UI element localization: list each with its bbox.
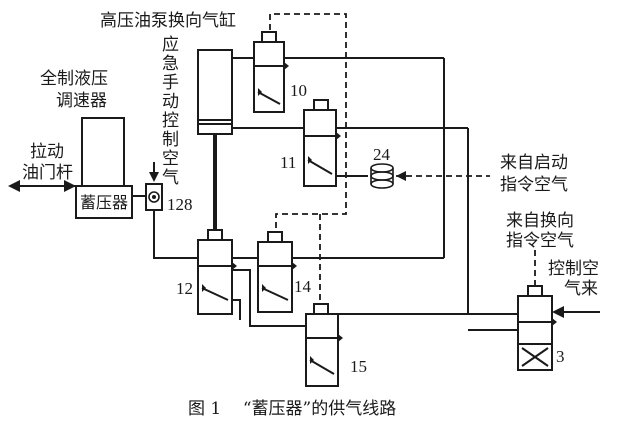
control-air-label-line1: 控制空 — [548, 259, 599, 279]
component-24 — [370, 163, 394, 189]
svg-text:急: 急 — [162, 54, 179, 74]
throttle-rod-label-line2: 油门杆 — [22, 163, 73, 183]
valve-15 — [305, 303, 343, 387]
svg-text:气: 气 — [162, 168, 179, 188]
start-command-label-line2: 指令空气 — [500, 175, 568, 195]
svg-text:应: 应 — [162, 35, 179, 55]
svg-text:动: 动 — [162, 92, 179, 112]
label-12: 12 — [176, 279, 193, 298]
label-10: 10 — [290, 81, 307, 100]
label-15: 15 — [350, 357, 367, 376]
valve-128 — [145, 183, 163, 211]
reverse-command-label-line1: 来自换向 — [506, 211, 574, 231]
svg-text:手: 手 — [162, 73, 179, 93]
label-128: 128 — [167, 195, 193, 214]
svg-text:控: 控 — [162, 111, 179, 131]
label-14: 14 — [294, 277, 312, 296]
governor-label-line2: 调速器 — [56, 91, 107, 111]
reversing-cylinder — [197, 49, 233, 135]
valve-14 — [257, 231, 297, 313]
valve-10 — [253, 31, 289, 113]
figure-caption: 图 1 “蓄压器”的供气线路 — [188, 399, 396, 419]
reverse-command-label-line2: 指令空气 — [506, 231, 574, 251]
svg-text:制: 制 — [162, 130, 179, 150]
label-3: 3 — [556, 347, 565, 366]
valve-3 — [517, 285, 557, 371]
valve-12 — [197, 229, 237, 315]
start-command-label-line1: 来自启动 — [500, 153, 568, 173]
cylinder-label: 高压油泵换向气缸 — [100, 10, 236, 31]
accumulator-box — [75, 185, 133, 219]
control-air-label-line2: 气来 — [564, 279, 598, 299]
valve-11 — [303, 99, 341, 187]
governor-label-line1: 全制液压 — [40, 69, 108, 89]
label-11: 11 — [280, 153, 296, 172]
accumulator-label: 蓄压器 — [80, 193, 128, 212]
throttle-rod-label-line1: 拉动 — [30, 142, 64, 162]
label-24: 24 — [373, 145, 391, 164]
svg-text:空: 空 — [162, 149, 179, 169]
governor-box — [81, 117, 125, 187]
emergency-manual-air-label: 应 急 手 动 控 制 空 气 — [162, 35, 179, 188]
